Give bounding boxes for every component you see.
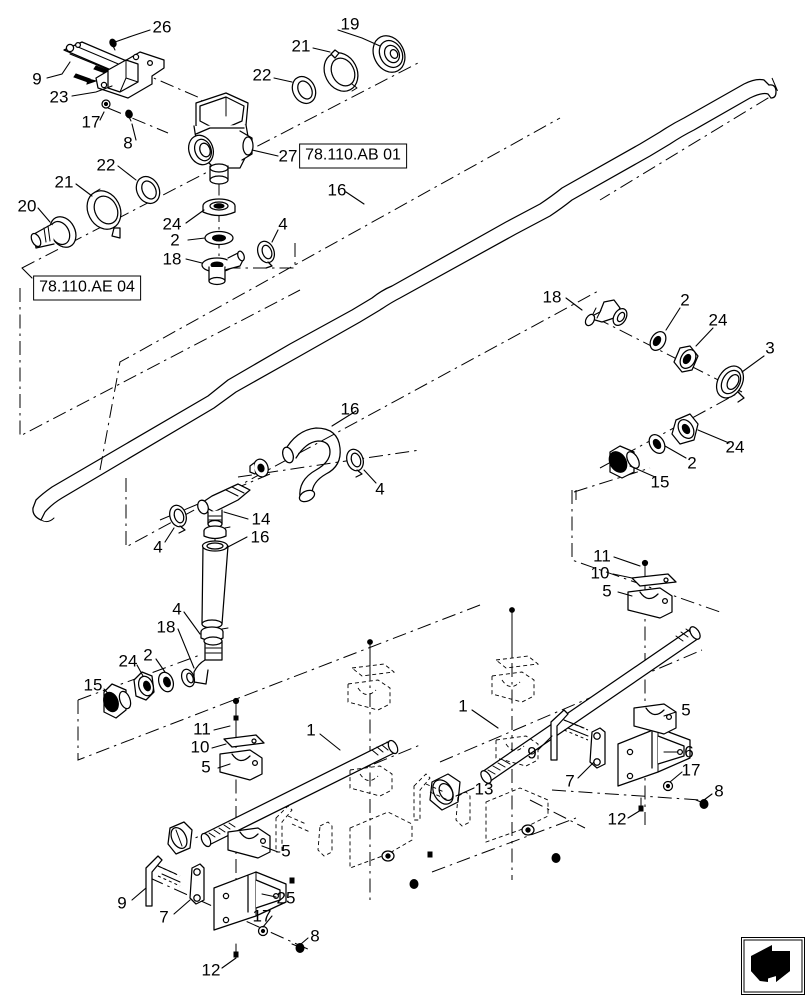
callout-18-valve: 18 xyxy=(162,249,182,269)
bottom-left-assembly xyxy=(145,697,399,958)
callout-5-left-lower: 5 xyxy=(281,841,291,861)
callout-3: 3 xyxy=(765,338,775,358)
callout-18-right: 18 xyxy=(542,287,562,307)
bracket-assembly-top-left xyxy=(63,38,165,122)
callout-16-main: 16 xyxy=(327,180,347,200)
callout-17-left: 17 xyxy=(252,906,272,926)
callout-7-right: 7 xyxy=(565,771,575,791)
mid-right-assembly xyxy=(584,299,745,479)
callout-9-top: 9 xyxy=(32,69,42,89)
callout-6: 6 xyxy=(684,742,694,762)
callout-10-left: 10 xyxy=(190,737,210,757)
callout-5-right-upper: 5 xyxy=(602,581,612,601)
callout-8-left: 8 xyxy=(310,926,320,946)
centerlines xyxy=(19,59,779,951)
callout-25: 25 xyxy=(276,888,296,908)
callout-21-top: 21 xyxy=(291,36,311,56)
arrow-logo-glyph xyxy=(743,939,803,993)
page-direction-arrow-logo xyxy=(741,937,805,995)
callout-26: 26 xyxy=(152,17,172,37)
callout-11-left: 11 xyxy=(193,719,211,739)
callout-5-left-upper: 5 xyxy=(201,757,211,777)
reference-box-ae04: 78.110.AE 04 xyxy=(33,275,141,301)
callout-18-tube: 18 xyxy=(156,617,176,637)
callout-12-right: 12 xyxy=(607,809,627,829)
callout-17-right: 17 xyxy=(681,760,701,780)
mid-left-assembly xyxy=(103,427,364,719)
callout-16-tube: 16 xyxy=(250,527,270,547)
callout-4-tube-lower: 4 xyxy=(172,599,182,619)
callout-16-s-hose: 16 xyxy=(340,399,360,419)
valve-27 xyxy=(187,92,254,185)
callout-27: 27 xyxy=(278,146,298,166)
callout-10-right: 10 xyxy=(590,563,610,583)
valve-axis-hardware xyxy=(30,35,406,249)
callout-24-left: 24 xyxy=(118,651,138,671)
callout-2-valve: 2 xyxy=(170,230,180,250)
callout-9-right: 9 xyxy=(527,743,537,763)
callout-2-left: 2 xyxy=(143,645,153,665)
callout-24-right-upper: 24 xyxy=(708,310,728,330)
callout-15-left: 15 xyxy=(83,675,103,695)
callout-14: 14 xyxy=(251,509,271,529)
main-hose-16 xyxy=(32,78,777,523)
callout-1-right: 1 xyxy=(458,696,468,716)
callout-2-right-lower: 2 xyxy=(687,453,697,473)
bottom-left-hidden-hardware xyxy=(275,639,419,889)
callout-13: 13 xyxy=(474,779,494,799)
callout-20: 20 xyxy=(17,196,37,216)
callout-11-right: 11 xyxy=(593,546,611,566)
reference-box-ab01: 78.110.AB 01 xyxy=(299,143,407,169)
callout-17-top: 17 xyxy=(81,112,101,132)
bottom-right-assembly xyxy=(429,626,709,812)
callout-22-top: 22 xyxy=(252,65,272,85)
right-lower-clamp-stack xyxy=(627,559,677,619)
leader-lines xyxy=(21,29,765,969)
callout-4-tee: 4 xyxy=(153,537,163,557)
callout-21-left: 21 xyxy=(54,172,74,192)
callout-12-left: 12 xyxy=(201,960,221,980)
callout-4-s-hose: 4 xyxy=(375,479,385,499)
valve-lower-hardware xyxy=(201,198,276,286)
callout-8-top: 8 xyxy=(123,133,133,153)
callout-15-right: 15 xyxy=(650,472,670,492)
callout-19: 19 xyxy=(340,14,360,34)
callout-9-left: 9 xyxy=(117,893,127,913)
callout-8-right: 8 xyxy=(714,781,724,801)
callout-22-left: 22 xyxy=(96,155,116,175)
callout-5-right-lower: 5 xyxy=(681,700,691,720)
callout-7-left: 7 xyxy=(159,907,169,927)
callout-2-right-upper: 2 xyxy=(680,290,690,310)
callout-4-valve: 4 xyxy=(278,214,288,234)
callout-24-valve: 24 xyxy=(162,214,182,234)
callout-23: 23 xyxy=(49,87,69,107)
callout-1-left: 1 xyxy=(306,720,316,740)
bottom-right-hidden-hardware xyxy=(413,607,561,863)
callout-24-right-lower: 24 xyxy=(725,437,745,457)
